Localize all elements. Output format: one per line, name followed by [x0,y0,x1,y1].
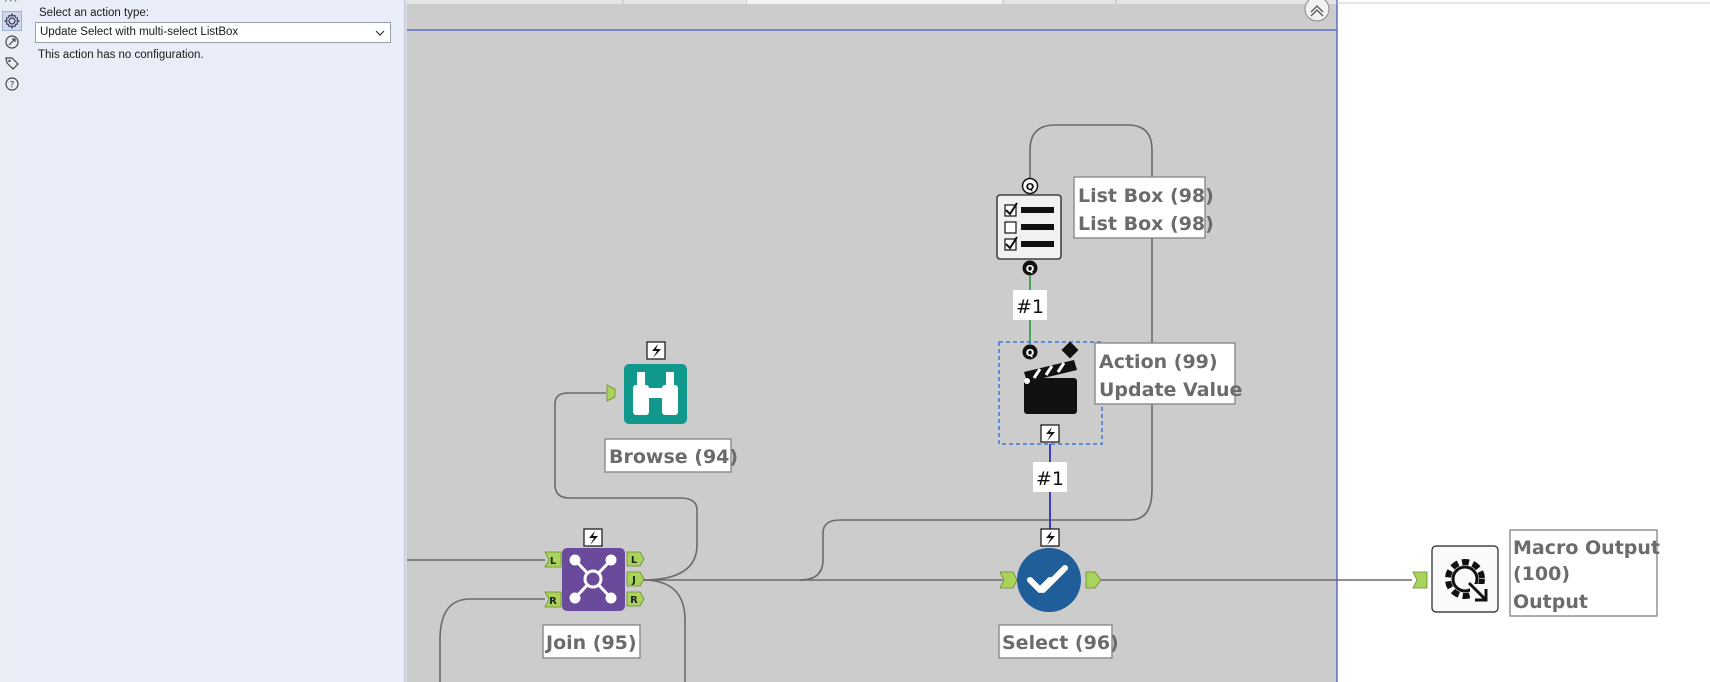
macro-output-annotation[interactable] [1509,529,1658,617]
action-type-label: Select an action type: [39,7,149,19]
join-right-output-anchor[interactable] [626,591,645,607]
join-annotation[interactable] [542,624,641,659]
join-name: Join (95) [544,632,637,654]
macro-output-name: Macro Output [1513,537,1660,559]
connector-join-to-listbox[interactable] [799,124,1153,581]
configuration-panel: Select an action type: Update Select wit… [24,0,406,682]
lightning-icon [1046,427,1055,441]
tag-icon[interactable] [3,54,21,72]
more-dots-icon[interactable]: ··· [4,0,19,8]
select-input-anchor[interactable] [999,571,1018,589]
action-annotation[interactable] [1094,342,1236,405]
connector-join-right-out[interactable] [642,579,686,682]
join-left-output-anchor[interactable] [626,551,645,567]
svg-text:L: L [631,555,638,566]
connector-join-to-browse[interactable] [554,392,698,581]
gear-icon[interactable] [2,11,22,31]
list-box-tool[interactable]: Q Q [996,177,1062,276]
svg-text:Q: Q [1026,182,1035,193]
action-annotation-text: Update Value [1099,379,1242,401]
join-inner-output-anchor[interactable] [626,571,645,587]
lightning-icon [652,344,661,358]
macro-output-annotation-text: Output [1513,591,1588,613]
question-anchor[interactable] [1021,177,1039,195]
macro-output-input-anchor[interactable] [1412,571,1428,589]
gear-output-icon [1445,559,1490,604]
join-left-input-anchor[interactable] [544,551,562,568]
join-right-input-anchor[interactable] [544,591,562,608]
action-name: Action (99) [1099,351,1218,373]
action-config-note: This action has no configuration. [38,49,204,61]
svg-text:?: ? [10,81,15,91]
question-output-anchor[interactable] [1022,260,1038,276]
list-box-annotation[interactable] [1073,176,1206,239]
browse-tool[interactable] [606,341,687,424]
chevron-down-icon [375,30,385,36]
browse-name: Browse (94) [609,446,738,468]
select-name: Select (96) [1002,632,1119,654]
svg-text:R: R [549,596,557,607]
macro-output-id: (100) [1513,563,1570,585]
question-input-anchor[interactable] [1022,344,1038,360]
svg-text:L: L [550,556,557,567]
connector-input-to-join-right[interactable] [439,598,545,682]
tool-config-icon[interactable] [3,33,21,51]
connection-label-action-select[interactable] [1033,462,1067,492]
list-box-name: List Box (98) [1078,185,1214,207]
collapse-container-button[interactable] [1304,0,1330,22]
action-type-value: Update Select with multi-select ListBox [40,26,239,38]
binoculars-icon [633,372,678,415]
connection-label-text: #1 [1016,296,1044,318]
checkmark-icon [1027,565,1068,593]
clapperboard-icon[interactable] [1024,360,1077,414]
list-box-annotation-text: List Box (98) [1078,213,1214,235]
lightning-icon [589,531,598,545]
macro-output-tool[interactable] [1412,545,1499,613]
svg-text:J: J [631,575,636,586]
panel-splitter[interactable] [404,0,408,682]
svg-text:Q: Q [1026,348,1035,359]
action-tool[interactable]: Q [1022,341,1079,443]
lightning-icon [1046,531,1055,545]
select-tool[interactable] [999,528,1102,612]
connection-label-listbox-action[interactable] [1013,290,1047,320]
browse-input-anchor[interactable] [606,384,616,402]
workflow-canvas[interactable]: #1 #1 Q Q List Box (98) List Box (98) Q [407,0,1710,682]
chevron-up-icon [1310,5,1324,17]
svg-text:Q: Q [1026,264,1035,275]
svg-text:R: R [630,595,638,606]
join-tool[interactable]: L R L J R [544,528,645,611]
select-annotation[interactable] [998,624,1113,659]
help-icon[interactable]: ? [3,75,21,93]
select-output-anchor[interactable] [1085,571,1102,589]
side-rail: ··· ? [0,0,25,682]
connection-label-text: #1 [1036,468,1064,490]
network-icon [569,554,617,604]
action-type-select[interactable]: Update Select with multi-select ListBox [35,22,391,43]
browse-annotation[interactable] [604,438,732,473]
